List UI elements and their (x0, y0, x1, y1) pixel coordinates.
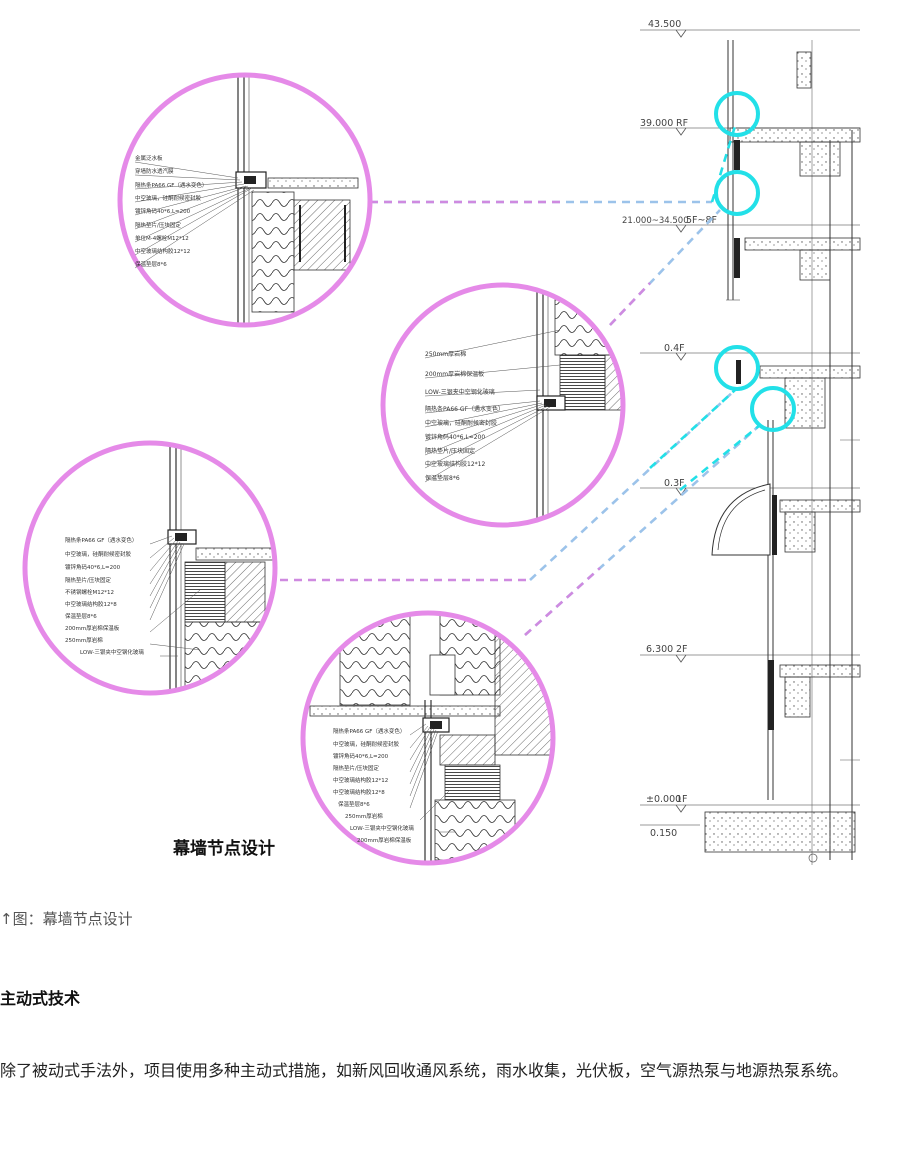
detail-circle-1: 金属泛水板 穿墙防水透汽膜 隔热条PA66 GF（遇水变色） 中空玻璃，硅酮耐候… (117, 72, 373, 328)
detail2-label: 保温垫层8*6 (425, 474, 460, 482)
detail4-label: 保温垫层8*6 (338, 800, 370, 808)
detail2-label: LOW-三银夹中空钢化玻璃 (425, 388, 495, 396)
detail2-label: 隔热垫片/压块固定 (425, 447, 475, 455)
connector-lines (280, 125, 761, 636)
detail3-label: 隔热垫片/压块固定 (65, 576, 111, 584)
detail3-label: LOW-三银夹中空钢化玻璃 (80, 648, 144, 656)
detail4-label: 250mm厚岩棉 (345, 812, 383, 820)
detail3-label: 不锈钢螺栓M12*12 (65, 588, 114, 596)
building-section: 43.500 39.000 RF 21.000~34.500 5F~8F 0.4… (622, 19, 861, 865)
detail4-label: 中空玻璃结构胶12*8 (333, 788, 385, 796)
floor-label: 2F (676, 644, 688, 655)
detail3-label: 200mm厚岩棉保温板 (65, 624, 120, 632)
detail1-label: 隔热垫片/压块固定 (135, 221, 181, 229)
detail2-label: 200mm厚岩棉保温板 (425, 370, 484, 378)
detail-circle-2: 250mm厚岩棉 200mm厚岩棉保温板 LOW-三银夹中空钢化玻璃 隔热条PA… (380, 282, 626, 528)
detail-circle-3: 隔热条PA66 GF（遇水变色） 中空玻璃，硅酮耐候密封胶 镀锌角码40*6,L… (22, 440, 278, 696)
detail3-label: 250mm厚岩棉 (65, 636, 103, 644)
floor-label: 5F~8F (686, 215, 717, 226)
detail1-label: 镀锌角码40*6,L=200 (135, 207, 191, 215)
detail1-label: 隔热条PA66 GF（遇水变色） (135, 181, 207, 189)
floor-label: RF (676, 118, 688, 129)
detail4-label: 中空玻璃结构胶12*12 (333, 776, 388, 784)
detail4-label: 隔热垫片/压块固定 (333, 764, 379, 772)
detail-circle-4: 隔热条PA66 GF（遇水变色） 中空玻璃，硅酮耐候密封胶 镀锌角码40*6,L… (300, 610, 556, 866)
level-label: ±0.000 (646, 794, 681, 805)
floor-label: 1F (676, 794, 688, 805)
level-label: 0.4F (664, 343, 685, 354)
detail1-label: 金属泛水板 (135, 154, 163, 162)
level-label: 6.300 (646, 644, 673, 655)
detail4-label: 中空玻璃，硅酮耐候密封胶 (333, 740, 400, 748)
level-label: 21.000~34.500 (622, 216, 689, 226)
figure-title: 幕墙节点设计 (172, 838, 275, 859)
detail4-label: 200mm厚岩棉保温板 (357, 836, 412, 844)
detail1-label: 单位M-4螺栓M12*12 (135, 234, 189, 242)
level-label: 39.000 (640, 118, 673, 129)
figure-caption: ↑图：幕墙节点设计 (0, 910, 133, 928)
detail3-label: 中空玻璃，硅酮耐候密封胶 (65, 550, 132, 558)
curtain-wall-node-figure: 43.500 39.000 RF 21.000~34.500 5F~8F 0.4… (22, 19, 861, 866)
detail4-label: 隔热条PA66 GF（遇水变色） (333, 727, 405, 735)
detail4-label: 镀锌角码40*6,L=200 (333, 752, 389, 760)
detail3-label: 隔热条PA66 GF（遇水变色） (65, 536, 137, 544)
level-label: 0.3F (664, 478, 685, 489)
detail4-label: LOW-三银夹中空钢化玻璃 (350, 824, 414, 832)
detail2-label: 中空玻璃，硅酮耐候密封胶 (425, 419, 497, 427)
detail3-label: 镀锌角码40*6,L=200 (65, 563, 121, 571)
detail2-label: 镀锌角码40*6,L=200 (425, 433, 485, 441)
detail1-label: 穿墙防水透汽膜 (135, 167, 174, 175)
detail1-label: 中空玻璃结构胶12*12 (135, 247, 190, 255)
section-drawing: 43.500 39.000 RF 21.000~34.500 5F~8F 0.4… (22, 19, 861, 866)
level-label: 0.150 (650, 828, 677, 839)
section-heading: 主动式技术 (0, 989, 81, 1008)
level-label: 43.500 (648, 19, 681, 30)
detail3-label: 中空玻璃结构胶12*8 (65, 600, 117, 608)
detail3-label: 保温垫层8*6 (65, 612, 97, 620)
detail2-label: 250mm厚岩棉 (425, 350, 466, 358)
detail1-label: 中空玻璃，硅酮耐候密封胶 (135, 194, 202, 202)
cyan-marker-rings (714, 91, 796, 432)
body-paragraph: 除了被动式手法外，项目使用多种主动式措施，如新风回收通风系统，雨水收集，光伏板，… (0, 1061, 849, 1080)
detail1-label: 保温垫层8*6 (135, 260, 167, 268)
